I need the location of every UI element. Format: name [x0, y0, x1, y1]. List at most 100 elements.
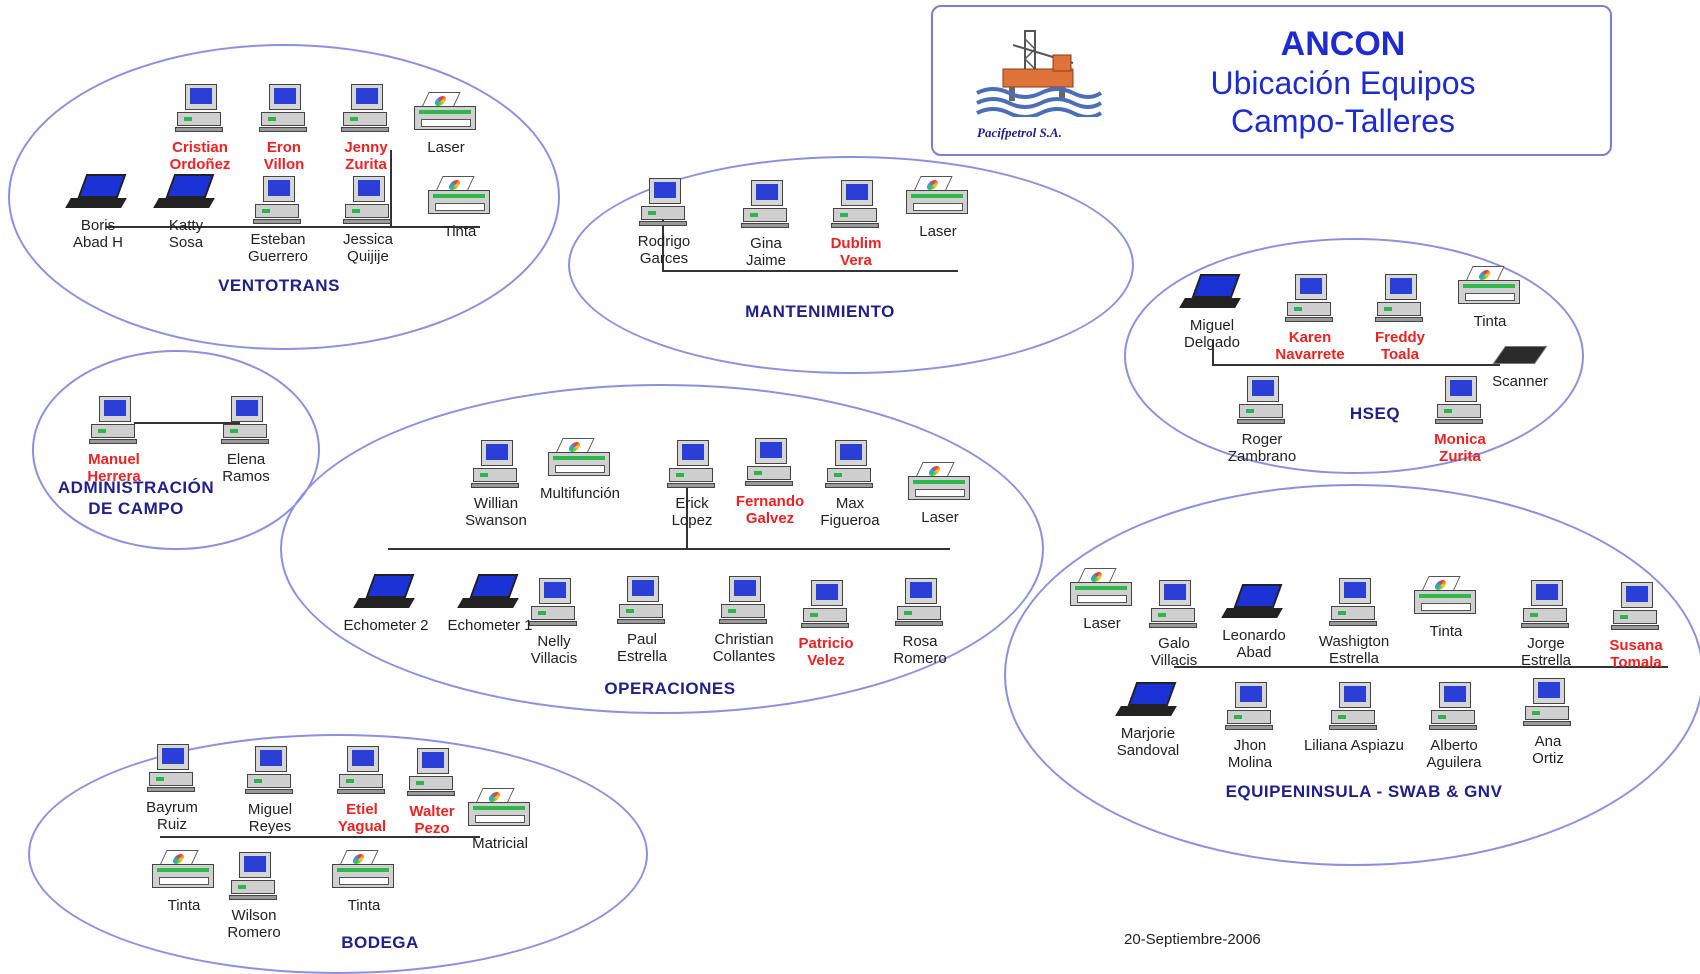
diagram-date: 20-Septiembre-2006: [1124, 931, 1261, 948]
desktop-computer-icon: [175, 84, 225, 134]
device-printer: Tinta: [1430, 266, 1550, 330]
device-pc: Karen Navarrete: [1250, 274, 1370, 363]
desktop-computer-icon: [745, 438, 795, 488]
device-pc: Max Figueroa: [790, 440, 910, 529]
device-scanner: Scanner: [1460, 340, 1580, 390]
device-pc: Monica Zurita: [1400, 376, 1520, 465]
zone-equipeninsula-ellipse: [1004, 484, 1700, 866]
equipeninsula-bus: [1174, 666, 1668, 668]
device-name-label: Rodrigo Garces: [637, 233, 691, 267]
zone-ventotrans-ellipse: [8, 44, 560, 350]
printer-icon: [328, 850, 400, 892]
device-pc: Freddy Toala: [1340, 274, 1460, 363]
desktop-computer-icon: [1523, 678, 1573, 728]
desktop-computer-icon: [1237, 376, 1287, 426]
device-name-label: Echometer 1: [447, 617, 533, 634]
laptop-icon: [353, 574, 418, 612]
device-name-label: Alberto Aguilera: [1426, 737, 1482, 771]
zone-label-bodega: BODEGA: [341, 933, 419, 952]
printer-icon: [1066, 568, 1138, 610]
laptop-icon: [1221, 584, 1286, 622]
device-name-label: Leonardo Abad: [1222, 627, 1286, 661]
device-name-label: Karen Navarrete: [1275, 329, 1345, 363]
device-pc: Gina Jaime: [706, 180, 826, 269]
device-pc: Willian Swanson: [436, 440, 556, 529]
desktop-computer-icon: [1329, 578, 1379, 628]
laptop-icon: [1179, 274, 1244, 312]
desktop-computer-icon: [1375, 274, 1425, 324]
laptop-icon: [153, 174, 218, 212]
mantenimiento-bus: [662, 270, 958, 272]
device-name-label: Tinta: [1429, 623, 1463, 640]
desktop-computer-icon: [825, 440, 875, 490]
mantenimiento-riser: [662, 206, 664, 272]
printer-icon: [148, 850, 220, 892]
device-name-label: Tinta: [1473, 313, 1507, 330]
desktop-computer-icon: [407, 748, 457, 798]
device-pc: Rodrigo Garces: [604, 178, 724, 267]
device-name-label: Freddy Toala: [1374, 329, 1425, 363]
printer-icon: [424, 176, 496, 218]
device-printer: Laser: [1042, 568, 1162, 632]
bodega-bus: [160, 836, 480, 838]
device-name-label: Tinta: [347, 897, 381, 914]
device-name-label: Roger Zambrano: [1227, 431, 1297, 465]
printer-icon: [904, 462, 976, 504]
device-name-label: Monica Zurita: [1434, 431, 1486, 465]
desktop-computer-icon: [667, 440, 717, 490]
desktop-computer-icon: [617, 576, 667, 626]
device-printer: Matricial: [440, 788, 560, 852]
device-name-label: Etiel Yagual: [337, 801, 387, 835]
device-pc: Jhon Molina: [1190, 682, 1310, 771]
desktop-computer-icon: [895, 578, 945, 628]
desktop-computer-icon: [1435, 376, 1485, 426]
device-pc: Jenny Zurita: [306, 84, 426, 173]
device-pc: Patricio Velez: [766, 580, 886, 669]
device-pc: Cristian Ordoñez: [140, 84, 260, 173]
device-printer: Tinta: [1386, 576, 1506, 640]
device-pc: Ana Ortiz: [1488, 678, 1608, 767]
desktop-computer-icon: [253, 176, 303, 226]
network-diagram: Pacifpetrol S.A. ANCON Ubicación Equipos…: [0, 0, 1700, 951]
printer-icon: [902, 176, 974, 218]
device-name-label: Nelly Villacis: [530, 633, 578, 667]
printer-icon: [1410, 576, 1482, 618]
device-pc: Esteban Guerrero: [218, 176, 338, 265]
device-name-label: Willian Swanson: [465, 495, 527, 529]
device-name-label: Erick Lopez: [671, 495, 713, 529]
scanner-icon: [1492, 340, 1548, 368]
device-name-label: Esteban Guerrero: [247, 231, 309, 265]
device-printer: Tinta: [400, 176, 520, 240]
desktop-computer-icon: [1149, 580, 1199, 630]
zone-administracion-ellipse: [32, 350, 320, 550]
device-pc: Dublim Vera: [796, 180, 916, 269]
desktop-computer-icon: [343, 176, 393, 226]
device-name-label: Rosa Romero: [893, 633, 947, 667]
diagram-title: ANCON: [1280, 25, 1406, 63]
desktop-computer-icon: [741, 180, 791, 230]
device-name-label: Elena Ramos: [222, 451, 270, 485]
device-name-label: Katty Sosa: [168, 217, 204, 251]
desktop-computer-icon: [1429, 682, 1479, 732]
printer-icon: [464, 788, 536, 830]
desktop-computer-icon: [719, 576, 769, 626]
device-name-label: Cristian Ordoñez: [169, 139, 231, 173]
desktop-computer-icon: [229, 852, 279, 902]
device-name-label: Laser: [1083, 615, 1121, 632]
device-name-label: Manuel Herrera: [87, 451, 141, 485]
diagram-subtitle-line1: Ubicación Equipos: [1210, 65, 1476, 101]
device-name-label: Laser: [919, 223, 957, 240]
desktop-computer-icon: [1521, 580, 1571, 630]
device-pc: Walter Pezo: [372, 748, 492, 837]
hseq-riser: [1212, 340, 1214, 366]
device-name-label: Multifunción: [539, 485, 621, 502]
operaciones-bus: [388, 548, 950, 550]
desktop-computer-icon: [831, 180, 881, 230]
device-pc: Miguel Reyes: [210, 746, 330, 835]
desktop-computer-icon: [1285, 274, 1335, 324]
device-pc: Fernando Galvez: [710, 438, 830, 527]
device-pc: Alberto Aguilera: [1394, 682, 1514, 771]
device-name-label: Ana Ortiz: [1532, 733, 1564, 767]
device-printer: Laser: [878, 176, 998, 240]
device-laptop: Marjorie Sandoval: [1088, 682, 1208, 759]
